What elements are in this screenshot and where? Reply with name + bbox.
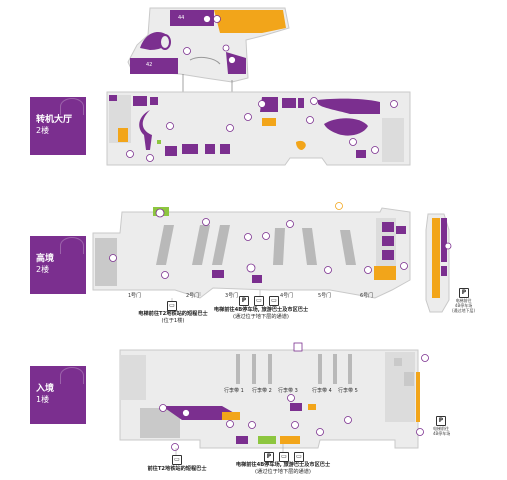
- restroom-icon: [390, 100, 398, 108]
- restroom-icon: [349, 138, 357, 146]
- restroom-icon: [213, 15, 221, 23]
- caption-t2-rail-sub: (位于1楼): [161, 318, 185, 324]
- shuttle-bus-icon: ▭: [167, 301, 177, 311]
- restroom-icon: [364, 266, 372, 274]
- baggage-belt-label: 行李带 3: [278, 388, 298, 394]
- caption-side-parking: 电梯前往 4B停车场 (通过地下层): [452, 298, 476, 313]
- caption-arrival-parking: 电梯前往4B停车场, 旅游巴士及市区巴士: [235, 462, 331, 468]
- decorative-arc-icon: [60, 98, 84, 115]
- caption-arrival-t2: 前往T2地铁站的短程巴士: [147, 466, 207, 472]
- restroom-icon: [161, 271, 169, 279]
- location-pin-icon: [109, 254, 117, 262]
- restroom-icon: [226, 420, 234, 428]
- restroom-icon: [335, 202, 343, 210]
- gate-label: 1号门: [128, 293, 142, 299]
- satellite-zone-orange: [214, 10, 286, 33]
- bus-icon: ▭: [254, 296, 264, 306]
- level-floor: 2楼: [36, 265, 50, 274]
- location-pin-icon: [416, 428, 424, 436]
- level-tag-arrival: 入境 1楼: [30, 366, 86, 424]
- level-name: 入境: [36, 384, 55, 394]
- restroom-icon: [182, 409, 190, 417]
- restroom-icon: [262, 232, 270, 240]
- baggage-belt-label: 行李带 5: [338, 388, 358, 394]
- gate-label: 4号门: [280, 293, 294, 299]
- restroom-icon: [400, 262, 408, 270]
- parking-icon: P: [239, 296, 249, 306]
- caption-parking-sub: (通过位于地下层的通道): [233, 314, 289, 320]
- arrival-hall: [119, 342, 429, 451]
- wifi-icon: [126, 150, 134, 158]
- parking-icon: P: [264, 452, 274, 462]
- satellite-zone-purple: [170, 10, 214, 26]
- caption-parking: 电梯前往4B停车场, 旅游巴士及市区巴士: [213, 307, 309, 313]
- satellite-building: 44 42: [127, 7, 290, 83]
- restroom-icon: [258, 100, 266, 108]
- info-icon: [246, 263, 256, 273]
- restroom-icon: [316, 428, 324, 436]
- satellite-zone-purple: [130, 58, 178, 74]
- baggage-belt-label: 行李带 2: [252, 388, 272, 394]
- decorative-arc-icon: [60, 237, 84, 254]
- restroom-icon: [344, 416, 352, 424]
- level-floor: 2楼: [36, 126, 50, 135]
- location-pin-icon: [171, 443, 179, 451]
- restroom-icon: [159, 404, 167, 412]
- elevator-icon: [222, 44, 230, 52]
- info-icon: [306, 116, 314, 124]
- bus-icon: ▭: [279, 452, 289, 462]
- parking-icon: P: [459, 288, 469, 298]
- transfer-hall: [106, 91, 411, 166]
- location-pin-icon: [421, 354, 429, 362]
- restroom-icon: [444, 242, 452, 250]
- level-floor: 1楼: [36, 395, 50, 404]
- caption-t2-rail: 电梯前往T2地铁站的短程巴士: [138, 311, 208, 317]
- restroom-icon: [286, 220, 294, 228]
- restroom-icon: [324, 266, 332, 274]
- info-icon: [228, 56, 236, 64]
- restroom-icon: [310, 97, 318, 105]
- restroom-icon: [291, 421, 299, 429]
- side-pier: [425, 213, 452, 313]
- restroom-icon: [203, 15, 211, 23]
- level-tag-transfer: 转机大厅 2楼: [30, 97, 86, 155]
- restroom-icon: [244, 113, 252, 121]
- restroom-icon: [146, 154, 154, 162]
- gate-label: 3号门: [225, 293, 239, 299]
- gate-label: 2号门: [186, 293, 200, 299]
- svg-text:42: 42: [146, 62, 152, 68]
- restroom-icon: [248, 421, 256, 429]
- restroom-icon: [202, 218, 210, 226]
- departure-hall: [92, 202, 411, 299]
- restroom-icon: [371, 146, 379, 154]
- info-icon: [287, 394, 295, 402]
- level-name: 转机大厅: [36, 115, 73, 125]
- info-icon: [155, 208, 165, 218]
- shuttle-bus-icon: ▭: [172, 455, 182, 465]
- baggage-belt-label: 行李带 4: [312, 388, 332, 394]
- restroom-icon: [226, 124, 234, 132]
- caption-arrival-parking-sub: (通过位于地下层的通道): [255, 469, 311, 475]
- gate-label: 5号门: [318, 293, 332, 299]
- baggage-belt-label: 行李带 1: [224, 388, 244, 394]
- level-name: 高境: [36, 254, 55, 264]
- restroom-icon: [244, 233, 252, 241]
- svg-text:44: 44: [178, 15, 184, 21]
- decorative-arc-icon: [60, 367, 84, 384]
- bus-icon: ▭: [269, 296, 279, 306]
- caption-side-arrival: 电梯前往 4B停车场: [433, 426, 451, 436]
- gate-label: 6号门: [360, 293, 374, 299]
- level-tag-departure: 高境 2楼: [30, 236, 86, 294]
- restroom-icon: [166, 122, 174, 130]
- bus-icon: ▭: [294, 452, 304, 462]
- parking-icon: P: [436, 416, 446, 426]
- shop-icon: [183, 47, 191, 55]
